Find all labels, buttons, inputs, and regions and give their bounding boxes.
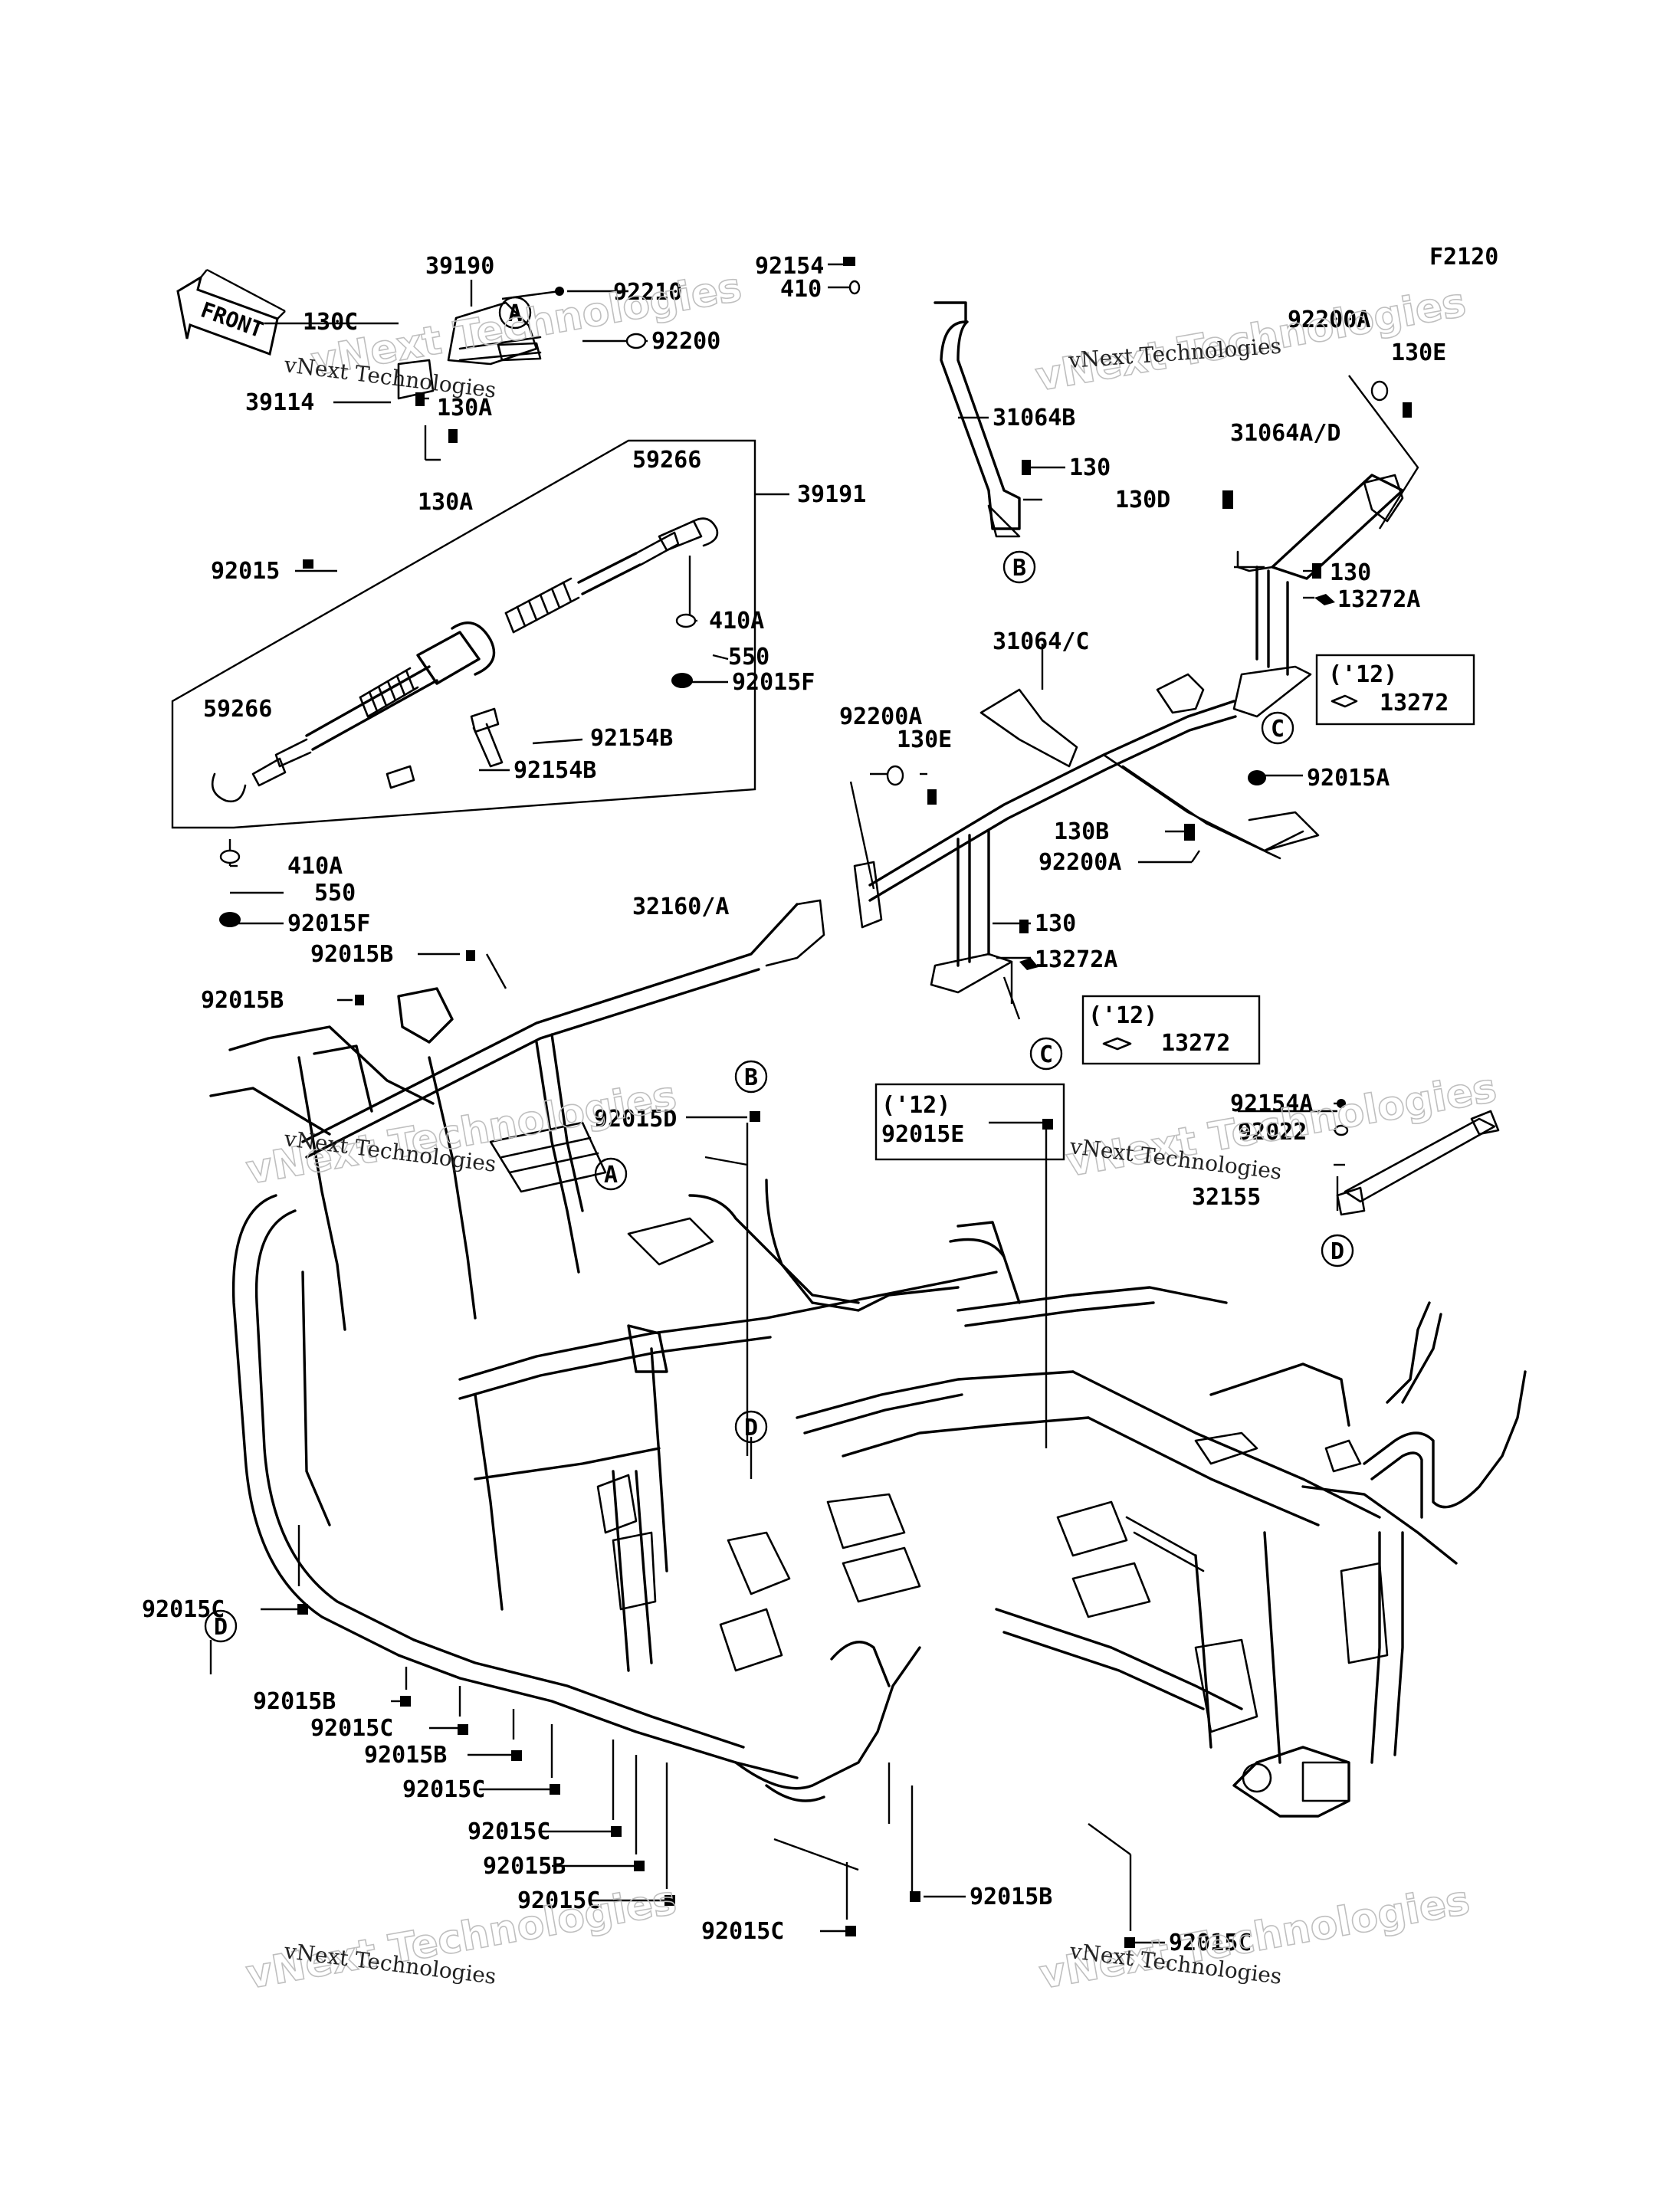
- label-92015C-1: 92015C: [142, 1596, 225, 1623]
- svg-text:('12): ('12): [1328, 661, 1397, 688]
- label-39190: 39190: [425, 253, 494, 280]
- svg-text:('12): ('12): [1088, 1002, 1157, 1029]
- label-92015A: 92015A: [1307, 765, 1390, 792]
- label-92154A: 92154A: [1230, 1090, 1313, 1117]
- label-31064A-D: 31064A/D: [1230, 420, 1341, 447]
- callout-D-1: D: [1321, 1234, 1354, 1267]
- svg-text:92015E: 92015E: [881, 1121, 964, 1148]
- part-labels: 39190 130C 92210 92200 39114 130A 130A 5…: [142, 253, 1446, 1956]
- label-92210: 92210: [613, 279, 682, 306]
- year-box-3: ('12) 92015E: [874, 1083, 1065, 1161]
- year-box-1: ('12) 13272: [1315, 654, 1475, 726]
- watermark-6: vNext Technologies vNext Technologies: [1035, 1877, 1474, 1999]
- fastener-glyphs: [219, 257, 1412, 1948]
- label-130D: 130D: [1115, 487, 1170, 513]
- label-92200A-2: 92200A: [839, 703, 922, 730]
- callout-D-2: D: [734, 1410, 768, 1444]
- svg-text:('12): ('12): [881, 1092, 950, 1119]
- label-39191: 39191: [797, 481, 866, 508]
- label-92015C-2: 92015C: [310, 1715, 393, 1742]
- watermark-4: vNext Technologies vNext Technologies: [1062, 1064, 1501, 1186]
- svg-text:D: D: [1331, 1238, 1344, 1265]
- label-92015C-6: 92015C: [701, 1918, 784, 1945]
- rack-boot-left: [359, 667, 419, 718]
- label-13272A-2: 13272A: [1035, 946, 1117, 973]
- label-92015B-1: 92015B: [310, 941, 393, 968]
- label-92015B-5: 92015B: [483, 1853, 566, 1880]
- label-92200A-1: 92200A: [1288, 307, 1370, 333]
- label-92015B-4: 92015B: [364, 1742, 447, 1769]
- rear-hitch: [1232, 1746, 1350, 1818]
- label-92154B-2: 92154B: [514, 757, 596, 784]
- frame-brace-upper: [934, 301, 1419, 718]
- watermark-5: vNext Technologies vNext Technologies: [242, 1877, 681, 1999]
- label-92015D: 92015D: [594, 1106, 677, 1133]
- label-92015C-5: 92015C: [517, 1887, 600, 1914]
- callout-B-2: B: [734, 1060, 768, 1094]
- label-130C: 130C: [303, 309, 358, 336]
- label-92022: 92022: [1238, 1119, 1307, 1146]
- label-410: 410: [780, 276, 822, 303]
- label-13272A-1: 13272A: [1337, 586, 1420, 613]
- label-410A-2: 410A: [287, 853, 343, 880]
- front-arrow-icon: FRONT: [176, 268, 286, 356]
- rack-boot-right: [504, 577, 580, 634]
- label-92015B-2: 92015B: [201, 987, 284, 1014]
- label-130B: 130B: [1054, 818, 1109, 845]
- label-92015C-3: 92015C: [402, 1776, 485, 1803]
- label-92200A-3: 92200A: [1039, 849, 1121, 876]
- label-410A-1: 410A: [709, 608, 764, 635]
- label-550-2: 550: [314, 880, 356, 907]
- svg-text:13272: 13272: [1380, 690, 1449, 716]
- cross-member: [849, 673, 1320, 1020]
- label-92015B-3: 92015B: [253, 1688, 336, 1715]
- callout-C-2: C: [1029, 1037, 1063, 1071]
- svg-text:13272: 13272: [1161, 1030, 1230, 1057]
- label-550-1: 550: [728, 644, 769, 671]
- label-92015C-7: 92015C: [1169, 1930, 1252, 1956]
- year-box-2: ('12) 13272: [1081, 995, 1261, 1065]
- label-130E-2: 130E: [897, 726, 952, 753]
- label-92015: 92015: [211, 558, 280, 585]
- label-59266-1: 59266: [632, 447, 701, 474]
- svg-text:B: B: [1012, 555, 1026, 582]
- label-130-3: 130: [1035, 910, 1076, 937]
- label-130A-1: 130A: [437, 395, 492, 421]
- svg-text:D: D: [214, 1614, 228, 1641]
- label-59266-2: 59266: [203, 696, 272, 723]
- svg-text:A: A: [604, 1162, 618, 1189]
- callout-B-1: B: [1002, 550, 1036, 584]
- leader-lines: [209, 263, 1345, 1944]
- label-92015F-2: 92015F: [287, 910, 370, 937]
- label-92154B-1: 92154B: [590, 725, 673, 752]
- label-32155: 32155: [1192, 1184, 1261, 1211]
- label-92015B-6: 92015B: [970, 1884, 1052, 1910]
- label-31064B: 31064B: [993, 405, 1075, 431]
- svg-text:C: C: [1271, 716, 1285, 743]
- main-frame: [209, 899, 1527, 1818]
- callout-A-2: A: [594, 1157, 628, 1191]
- steering-rack-assembly: [171, 301, 756, 829]
- label-92015C-4: 92015C: [468, 1818, 550, 1845]
- label-31064-C: 31064/C: [993, 628, 1089, 655]
- label-130A-2: 130A: [418, 489, 473, 516]
- svg-text:B: B: [744, 1064, 758, 1091]
- label-39114: 39114: [245, 389, 314, 416]
- svg-text:D: D: [744, 1415, 758, 1441]
- label-92015F-1: 92015F: [732, 669, 815, 696]
- label-130-2: 130: [1330, 559, 1371, 586]
- callout-D-3: D: [204, 1609, 238, 1643]
- callout-C-1: C: [1261, 711, 1294, 745]
- callout-A-1: A: [498, 296, 532, 330]
- label-32160-A: 32160/A: [632, 894, 729, 920]
- svg-text:A: A: [508, 300, 522, 327]
- label-92200: 92200: [651, 328, 720, 355]
- figure-code: F2120: [1429, 244, 1498, 271]
- label-130E-1: 130E: [1391, 339, 1446, 366]
- svg-text:C: C: [1039, 1041, 1053, 1068]
- label-92154: 92154: [755, 253, 824, 280]
- label-130-1: 130: [1069, 454, 1111, 481]
